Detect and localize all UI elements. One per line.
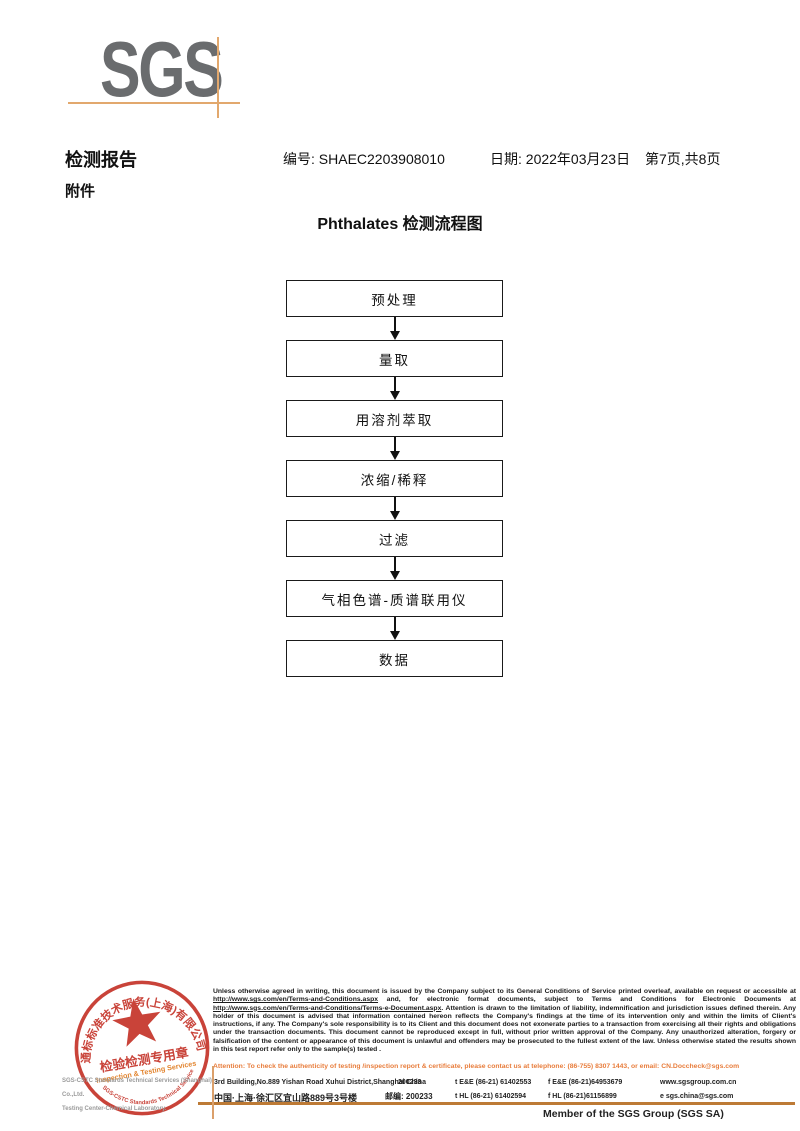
terms-e-document-url: http://www.sgs.com/en/Terms-and-Conditio… — [213, 1004, 442, 1012]
address-english: 3rd Building,No.889 Yishan Road Xuhui Di… — [214, 1079, 426, 1086]
flow-arrow-icon — [286, 497, 503, 520]
telephone-ee: t E&E (86-21) 61402553 — [455, 1079, 532, 1086]
sgs-logo: SGS — [100, 25, 224, 113]
website-url: www.sgsgroup.com.cn — [660, 1079, 737, 1086]
flow-step-concentrate-dilute: 浓缩/稀释 — [286, 460, 503, 497]
fax-ee: f E&E (86-21)64953679 — [548, 1079, 623, 1086]
report-number: 编号: SHAEC2203908010 — [283, 151, 445, 167]
footer-vertical-rule — [212, 1066, 214, 1119]
flow-arrow-icon — [286, 557, 503, 580]
flow-step-measure: 量取 — [286, 340, 503, 377]
company-name-line1: SGS-CSTC Standards Technical Services (S… — [62, 1078, 212, 1098]
logo-crosshair-horizontal-line — [68, 102, 240, 104]
sgs-group-member-line: Member of the SGS Group (SGS SA) — [543, 1108, 724, 1120]
legal-disclaimer: Unless otherwise agreed in writing, this… — [213, 988, 796, 1054]
disclaimer-text: . Attention is drawn to the limitation o… — [213, 1004, 796, 1054]
fax-hl: f HL (86-21)61156899 — [548, 1093, 617, 1100]
flow-arrow-icon — [286, 437, 503, 460]
postcode-english: 200233 — [398, 1079, 422, 1086]
logo-crosshair-vertical-line — [217, 37, 219, 118]
stamp-star-icon — [112, 998, 161, 1047]
report-title: 检测报告 — [65, 150, 137, 170]
flow-arrow-icon — [286, 317, 503, 340]
flow-step-filter: 过滤 — [286, 520, 503, 557]
address-chinese: 中国·上海·徐汇区宜山路889号3号楼 — [214, 1093, 358, 1103]
flow-step-solvent-extraction: 用溶剂萃取 — [286, 400, 503, 437]
company-name-line2: Testing Center-Chemical Laboratory. — [62, 1106, 167, 1112]
report-date: 日期: 2022年03月23日 — [490, 151, 631, 167]
flowchart-title: Phthalates 检测流程图 — [317, 216, 483, 233]
page-indicator: 第7页,共8页 — [645, 151, 721, 167]
footer-horizontal-rule — [198, 1102, 795, 1105]
disclaimer-text: and, for electronic format documents, su… — [378, 996, 796, 1004]
disclaimer-text: Unless otherwise agreed in writing, this… — [213, 988, 796, 995]
attachment-label: 附件 — [65, 183, 96, 200]
postcode-chinese: 邮编: 200233 — [385, 1092, 433, 1101]
authenticity-attention-note: Attention: To check the authenticity of … — [213, 1063, 740, 1070]
laboratory-company-name: SGS-CSTC Standards Technical Services (S… — [62, 1074, 227, 1116]
flow-step-gcms: 气相色谱-质谱联用仪 — [286, 580, 503, 617]
flow-step-data: 数据 — [286, 640, 503, 677]
flow-arrow-icon — [286, 377, 503, 400]
telephone-hl: t HL (86-21) 61402594 — [455, 1093, 527, 1100]
inspection-stamp-seal: 通标标准技术服务(上海)有限公司 SGS-CSTC Standards Tech… — [60, 966, 210, 1120]
flow-step-pretreatment: 预处理 — [286, 280, 503, 317]
email-address: e sgs.china@sgs.com — [660, 1093, 734, 1100]
flow-arrow-icon — [286, 617, 503, 640]
terms-url: http://www.sgs.com/en/Terms-and-Conditio… — [213, 996, 379, 1004]
